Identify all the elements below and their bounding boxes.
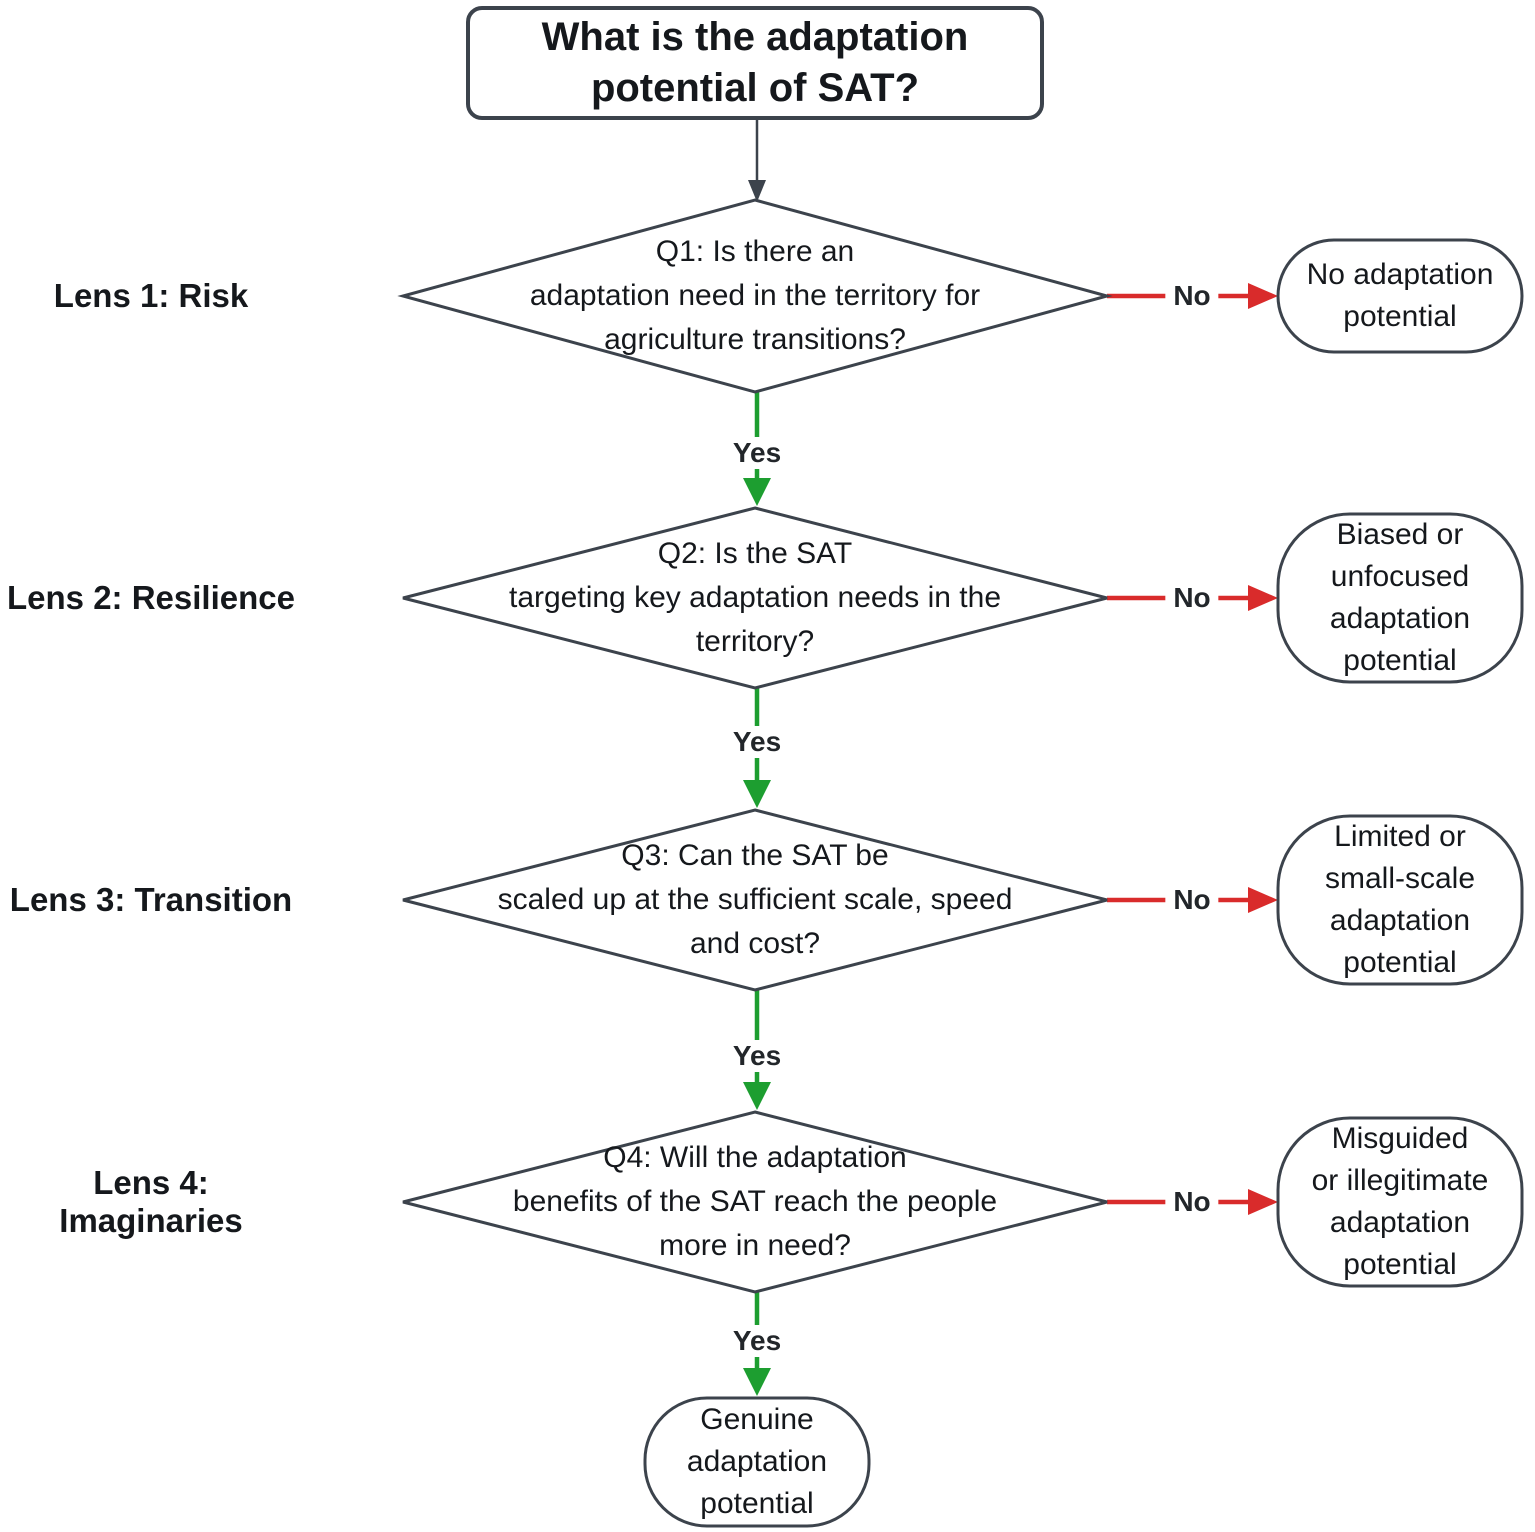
final-outcome-text: Genuine adaptation potential	[686, 1403, 828, 1520]
yes-label-4: Yes	[724, 1325, 790, 1357]
no-label-2: No	[1165, 582, 1219, 614]
outcome-3-stadium	[1276, 814, 1524, 986]
outcome-1-text: No adaptation potential	[1306, 258, 1494, 333]
outcome-3-text: Limited or small-scale adaptation potent…	[1324, 820, 1476, 979]
yes-arrow-3-head	[743, 1082, 771, 1110]
lens-4-label: Lens 4: Imaginaries	[59, 1164, 243, 1239]
no-arrow-3-head	[1248, 887, 1278, 913]
start-arrow-head	[748, 180, 766, 202]
q2-text: Q2: Is the SAT targeting key adaptation …	[508, 537, 1002, 658]
outcome-1-stadium	[1276, 238, 1524, 354]
q1-diamond	[397, 198, 1113, 394]
q4-text: Q4: Will the adaptation benefits of the …	[512, 1141, 998, 1262]
title-box	[466, 6, 1044, 120]
outcome-4-stadium	[1276, 1116, 1524, 1288]
q3-diamond	[402, 808, 1108, 992]
final-stadium	[643, 1396, 871, 1528]
no-arrow-4-head	[1248, 1189, 1278, 1215]
yes-arrow-1-head	[743, 478, 771, 506]
no-label-1: No	[1165, 280, 1219, 312]
q2-diamond	[402, 506, 1108, 690]
yes-label-1: Yes	[724, 437, 790, 469]
q3-text: Q3: Can the SAT be scaled up at the suff…	[497, 839, 1013, 960]
yes-label-2: Yes	[724, 726, 790, 758]
yes-label-3: Yes	[724, 1040, 790, 1072]
no-label-3: No	[1165, 884, 1219, 916]
no-label-4: No	[1165, 1186, 1219, 1218]
no-arrow-2-head	[1248, 585, 1278, 611]
lens-3-label: Lens 3: Transition	[9, 881, 293, 918]
outcome-2-text: Biased or unfocused adaptation potential	[1329, 518, 1471, 677]
outcome-4-text: Misguided or illegitimate adaptation pot…	[1311, 1122, 1489, 1281]
yes-arrow-2-head	[743, 780, 771, 808]
yes-arrow-4-head	[743, 1368, 771, 1396]
q1-text: Q1: Is there an adaptation need in the t…	[529, 235, 981, 356]
lens-1-label: Lens 1: Risk	[53, 277, 249, 314]
lens-2-label: Lens 2: Resilience	[7, 579, 295, 616]
title-text: What is the adaptation potential of SAT?	[541, 15, 969, 110]
outcome-2-stadium	[1276, 512, 1524, 684]
q4-diamond	[402, 1110, 1108, 1294]
no-arrow-1-head	[1248, 283, 1278, 309]
